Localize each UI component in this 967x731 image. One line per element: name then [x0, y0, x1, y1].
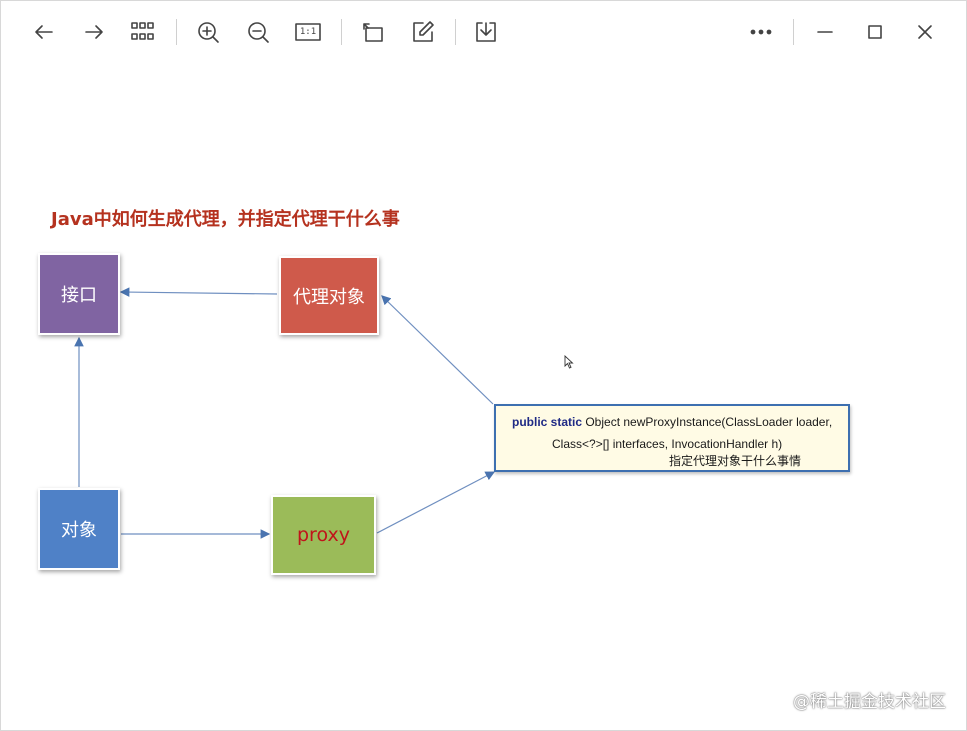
object-box: 对象 [38, 488, 120, 570]
zoom-out-icon[interactable] [243, 17, 273, 47]
proxy-object-box: 代理对象 [279, 256, 379, 335]
code-line-1: public static Object newProxyInstance(Cl… [512, 415, 832, 429]
forward-arrow-icon[interactable] [79, 17, 109, 47]
maximize-icon[interactable] [860, 17, 890, 47]
slide-title: Java中如何生成代理，并指定代理干什么事 [51, 209, 400, 230]
interface-box: 接口 [38, 253, 120, 335]
zoom-in-icon[interactable] [193, 17, 223, 47]
diagram-arrows [74, 287, 496, 539]
proxy-box: proxy [271, 495, 376, 575]
toolbar-separator [341, 19, 342, 45]
arrow-proxy-to-code [376, 471, 496, 534]
mouse-cursor-icon [564, 354, 574, 373]
viewer-toolbar: 1:1 [1, 1, 966, 63]
back-arrow-icon[interactable] [29, 17, 59, 47]
close-icon[interactable] [910, 17, 940, 47]
toolbar-separator [793, 19, 794, 45]
arrow-code-to-proxyobj [381, 295, 494, 405]
code-line-2: Class<?>[] interfaces, InvocationHandler… [552, 437, 783, 451]
more-icon[interactable] [746, 17, 776, 47]
actual-size-label: 1:1 [299, 27, 317, 37]
code-line-1-rest: Object newProxyInstance(ClassLoader load… [582, 415, 833, 429]
minimize-icon[interactable] [810, 17, 840, 47]
code-callout: public static Object newProxyInstance(Cl… [494, 404, 850, 472]
watermark: @稀土掘金技术社区 [793, 692, 946, 712]
code-note: 指定代理对象干什么事情 [669, 454, 802, 468]
arrow-proxyobj-to-interface [119, 287, 278, 297]
rotate-icon[interactable] [358, 17, 388, 47]
grid-icon[interactable] [128, 17, 158, 47]
actual-size-button[interactable]: 1:1 [293, 17, 323, 47]
image-canvas: Java中如何生成代理，并指定代理干什么事 接口 代理对象 对象 proxy p… [1, 63, 966, 730]
toolbar-separator [176, 19, 177, 45]
code-keyword: public static [512, 415, 583, 429]
download-icon[interactable] [471, 17, 501, 47]
toolbar-separator [455, 19, 456, 45]
edit-icon[interactable] [408, 17, 438, 47]
